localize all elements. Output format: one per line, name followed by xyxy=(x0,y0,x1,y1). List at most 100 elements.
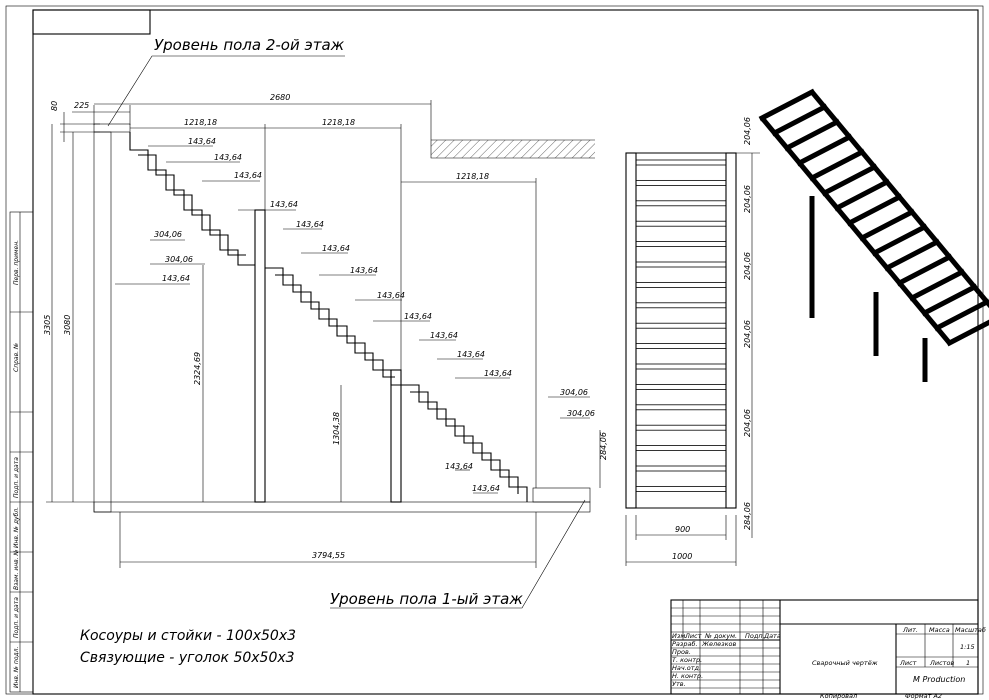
wall-section xyxy=(93,131,112,513)
stair-profile-lower xyxy=(401,384,528,502)
dim-304-d: 304,06 xyxy=(567,409,595,418)
stair-profile-middle-inner xyxy=(275,274,395,378)
front-rung xyxy=(635,383,727,390)
tb-list2: Лист xyxy=(899,659,917,667)
podp-date-label-1: Подп. и дата xyxy=(13,457,20,498)
tb-data: Дата xyxy=(763,632,781,640)
front-rung xyxy=(635,179,727,186)
inv-dubl-label: Инв. № дубл. xyxy=(13,507,20,548)
floor1-label: Уровень пола 1-ый этаж xyxy=(330,590,523,608)
iso-step xyxy=(946,319,989,347)
front-width-900: 900 xyxy=(675,525,690,534)
dim-3305: 3305 xyxy=(43,315,52,335)
dim-1218-a: 1218,18 xyxy=(184,118,217,127)
dim-304-c: 304,06 xyxy=(560,388,588,397)
step-dim-10: 143,64 xyxy=(430,331,458,340)
step-dim-5: 143,64 xyxy=(296,220,324,229)
upper-floor-slab-right xyxy=(431,140,595,158)
step-dim-9: 143,64 xyxy=(404,312,432,321)
front-view xyxy=(625,152,760,566)
tb-nkontr: Н. контр. xyxy=(672,672,703,680)
tb-masshtab: Масштаб xyxy=(955,626,986,634)
front-rung xyxy=(635,363,727,370)
stringer-note: Косоуры и стойки - 100х50х3 xyxy=(80,628,296,644)
dim-80: 80 xyxy=(50,101,59,111)
iso-stringer-right xyxy=(810,90,989,309)
front-rung xyxy=(635,424,727,431)
floor1-leader xyxy=(330,499,586,609)
front-rung xyxy=(635,322,727,329)
front-rung xyxy=(635,302,727,309)
dim-225: 225 xyxy=(74,101,89,110)
step-dim-7: 143,64 xyxy=(350,266,378,275)
front-rung xyxy=(635,261,727,268)
front-rung xyxy=(635,404,727,411)
step-dim-8: 143,64 xyxy=(377,291,405,300)
iso-step xyxy=(883,238,941,272)
dim-3080: 3080 xyxy=(63,315,72,335)
step-dim-4: 143,64 xyxy=(270,200,298,209)
iso-step xyxy=(846,193,903,227)
step-dim-6: 143,64 xyxy=(322,244,350,253)
connector-note: Связующие - уголок 50х50х3 xyxy=(80,650,295,666)
dimension-lines xyxy=(46,100,601,568)
iso-step xyxy=(921,283,978,317)
upper-floor-slab-left xyxy=(93,123,131,133)
dim-284: 284,06 xyxy=(599,432,608,460)
stair-profile-middle xyxy=(265,267,401,386)
tb-kopiroval: Копировал xyxy=(820,692,857,700)
front-pitch-3: 204,06 xyxy=(743,252,752,280)
step-dim-11: 143,64 xyxy=(457,350,485,359)
tb-izm: Изм. xyxy=(672,632,687,640)
tb-doc: № докум. xyxy=(704,632,737,640)
iso-step xyxy=(896,253,953,287)
perv-label: Перв. примен. xyxy=(13,240,20,285)
step-dim-15: 143,64 xyxy=(472,484,500,493)
step-dim-14: 143,64 xyxy=(445,462,473,471)
dim-304-b: 304,06 xyxy=(165,255,193,264)
title-block: Изм. Лист № докум. Подп. Дата Разраб. Же… xyxy=(670,599,986,700)
tb-list: Лист xyxy=(684,632,702,640)
dim-1218-b: 1218,18 xyxy=(322,118,355,127)
step-dim-2: 143,64 xyxy=(214,153,242,162)
stair-profile-upper xyxy=(129,132,255,266)
front-rung xyxy=(635,220,727,227)
inv-podl-label: Инв. № подл. xyxy=(13,647,20,688)
iso-step xyxy=(933,298,989,332)
isometric-view xyxy=(758,88,989,382)
iso-step xyxy=(833,178,891,212)
step-dim-1: 143,64 xyxy=(188,137,216,146)
front-rung xyxy=(635,465,727,472)
iso-step xyxy=(771,103,828,137)
floor2-leader xyxy=(107,55,345,127)
tb-scale: 1:15 xyxy=(960,643,975,651)
ground-floor-slab xyxy=(93,501,591,513)
podp-date-label-2: Подп. и дата xyxy=(13,597,20,638)
iso-stringer-left xyxy=(760,116,952,345)
tb-lit: Лит. xyxy=(902,626,918,634)
vzam-label: Взам. инв. № xyxy=(13,549,20,590)
sprav-label: Справ. № xyxy=(13,343,20,372)
tb-utv: Утв. xyxy=(672,680,686,688)
tb-podp: Подп. xyxy=(745,632,765,640)
front-pitch-5: 204,06 xyxy=(743,409,752,437)
front-rung xyxy=(635,343,727,350)
front-pitch-2: 204,06 xyxy=(743,185,752,213)
tb-razrab: Разраб. xyxy=(672,640,698,648)
iso-step xyxy=(871,223,928,257)
step-dim-13: 143,64 xyxy=(162,274,190,283)
dim-1218-c: 1218,18 xyxy=(456,172,489,181)
tb-massa: Масса xyxy=(929,626,950,634)
iso-step xyxy=(858,208,916,242)
tb-listov: Листов xyxy=(929,659,954,667)
front-width-1000: 1000 xyxy=(672,552,692,561)
front-rung xyxy=(635,485,727,492)
dim-2324: 2324,69 xyxy=(193,352,202,385)
iso-step xyxy=(796,133,853,167)
front-pitch-1: 204,06 xyxy=(743,117,752,145)
dim-2680: 2680 xyxy=(270,93,290,102)
iso-step xyxy=(908,268,966,302)
stair-profile-upper-inner xyxy=(138,154,246,256)
dim-3794: 3794,55 xyxy=(312,551,345,560)
